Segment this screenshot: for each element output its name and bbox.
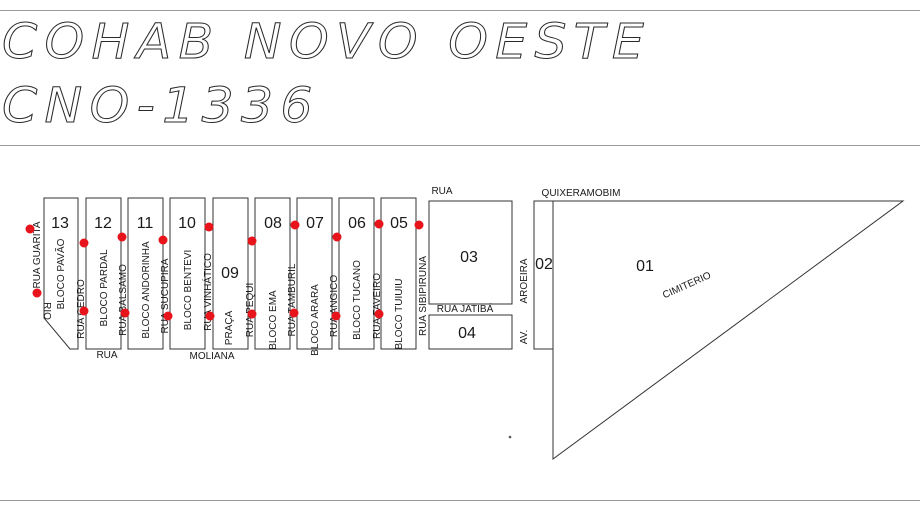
block-name: BLOCO TUIUIU (394, 279, 405, 350)
block-11-outline (127, 197, 164, 350)
dust-speck (508, 435, 512, 439)
marker-point (117, 232, 127, 242)
street-label-rua-top: RUA (431, 186, 452, 197)
street-label-av: AV. (519, 330, 530, 344)
top-rule (0, 10, 920, 11)
header-rule (0, 145, 920, 146)
marker-point (120, 308, 130, 318)
street-label-faveiro: RUA FAVEIRO (372, 273, 383, 339)
street-label-rua-bottom: RUA (96, 350, 117, 361)
block-name: BLOCO PAVÃO (54, 238, 67, 309)
block-number: 02 (535, 256, 553, 273)
bottom-rule (0, 500, 920, 501)
block-name: BLOCO ANDORINHA (141, 241, 152, 339)
block-name: CIMITERIO (661, 270, 713, 301)
street-label-sucupira: RUA SUCUPIRA (160, 258, 171, 333)
block-name: PRAÇA (224, 310, 235, 345)
street-label-balsamo: RUA BALSAMO (118, 264, 129, 336)
block-name: BLOCO TUCANO (352, 260, 363, 340)
marker-point (205, 311, 215, 321)
street-label-sibipiruna: RUA SIBIPIRUNA (418, 256, 429, 336)
block-number: 07 (306, 215, 324, 232)
block-09-outline (212, 197, 249, 350)
marker-point (289, 308, 299, 318)
block-02-outline (533, 200, 554, 350)
street-label-jatiba: RUA JATIBÁ (437, 302, 494, 315)
block-01-outline (552, 200, 905, 460)
marker-point (332, 232, 342, 242)
marker-point (79, 238, 89, 248)
street-label-tamburil: RUA TAMBURIL (287, 263, 298, 336)
title-line-1: COHAB NOVO OESTE (1, 14, 652, 70)
block-name: BLOCO PARDAL (99, 249, 110, 326)
street-label-moliana: MOLIANA (189, 351, 234, 362)
block-number: 06 (348, 215, 366, 232)
block-number: 03 (460, 249, 478, 266)
block-13-outline (43, 197, 79, 350)
block-number: 10 (178, 215, 196, 232)
street-label-angico: RUA ANGICO (329, 275, 340, 337)
block-number: 05 (390, 215, 408, 232)
marker-point (204, 222, 214, 232)
marker-point (247, 309, 257, 319)
block-name: BLOCO ARARA (310, 284, 321, 356)
marker-point (290, 220, 300, 230)
marker-layer (25, 219, 424, 321)
block-number: 09 (221, 265, 239, 282)
marker-point (163, 311, 173, 321)
block-08-outline (254, 197, 291, 350)
block-10-outline (169, 197, 206, 350)
title-line-2: CNO-1336 (1, 78, 320, 134)
block-number: 01 (636, 258, 654, 275)
block-07-outline (296, 197, 333, 350)
street-labels: RUA GUARITA RIO RUA CEDRO RUA BALSAMO RU… (32, 186, 620, 362)
street-label-vinhatico: RUA VINHÁTICO (201, 253, 214, 331)
marker-point (374, 219, 384, 229)
marker-point (331, 311, 341, 321)
marker-point (32, 288, 42, 298)
street-label-quixeramobim: QUIXERAMOBIM (542, 188, 621, 199)
marker-point (414, 220, 424, 230)
block-03-outline (428, 200, 513, 305)
block-number: 11 (137, 215, 154, 232)
marker-point (158, 235, 168, 245)
block-05-outline (380, 197, 417, 350)
block-number: 04 (458, 325, 476, 342)
street-label-guarita: RUA GUARITA (32, 221, 43, 288)
block-outlines (43, 197, 905, 460)
block-number: 13 (51, 215, 69, 232)
block-12-outline (85, 197, 122, 350)
block-name: BLOCO EMA (268, 290, 279, 350)
street-label-rio: RIO (41, 302, 52, 320)
block-number: 08 (264, 215, 282, 232)
block-name: BLOCO BENTEVI (183, 250, 194, 331)
block-04-outline (428, 314, 513, 350)
marker-point (79, 306, 89, 316)
marker-point (374, 309, 384, 319)
block-names: BLOCO PAVÃO BLOCO PARDAL BLOCO ANDORINHA… (54, 238, 713, 355)
block-06-outline (338, 197, 375, 350)
marker-point (25, 224, 35, 234)
block-numbers: 13 12 11 10 09 08 07 06 05 03 04 02 01 (51, 215, 654, 342)
marker-point (247, 236, 257, 246)
block-number: 12 (94, 215, 112, 232)
street-label-aroeira: AROEIRA (519, 258, 530, 303)
